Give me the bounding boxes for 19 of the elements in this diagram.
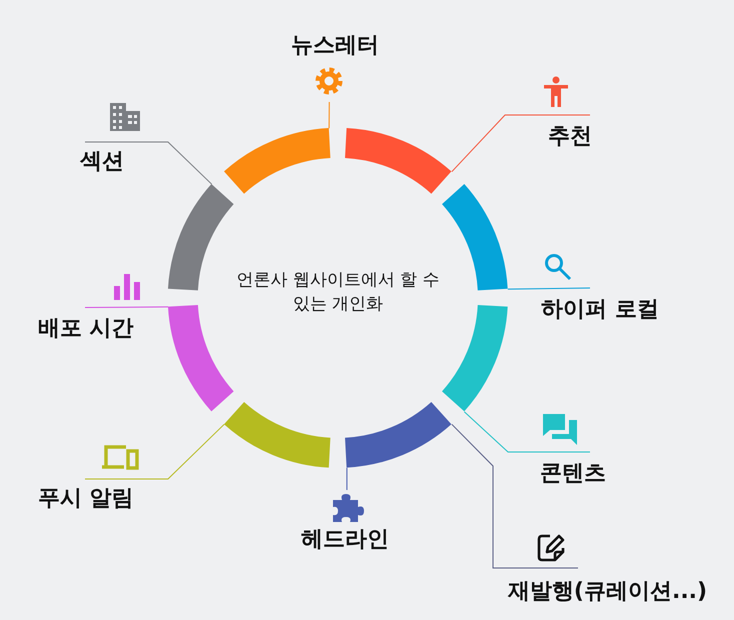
- leader-line: [451, 424, 578, 568]
- leader-line: [328, 102, 330, 129]
- leader-line: [84, 424, 225, 480]
- item-label: 재발행(큐레이션...): [508, 578, 708, 606]
- leader-line: [451, 114, 590, 172]
- item-label: 하이퍼 로컬: [541, 296, 659, 324]
- center-title: 언론사 웹사이트에서 할 수 있는 개인화: [235, 269, 441, 316]
- item-label: 추천: [548, 123, 592, 151]
- item-label: 콘텐츠: [540, 460, 606, 488]
- leader-line: [464, 411, 590, 452]
- item-label: 뉴스레터: [291, 32, 379, 60]
- item-label: 헤드라인: [301, 526, 389, 554]
- item-label: 푸시 알림: [38, 485, 134, 513]
- item-label: 섹션: [80, 148, 124, 176]
- leader-line: [84, 142, 212, 185]
- leader-line: [507, 288, 590, 290]
- leader-line: [346, 467, 348, 490]
- leader-line: [84, 306, 169, 308]
- item-label: 배포 시간: [38, 315, 134, 343]
